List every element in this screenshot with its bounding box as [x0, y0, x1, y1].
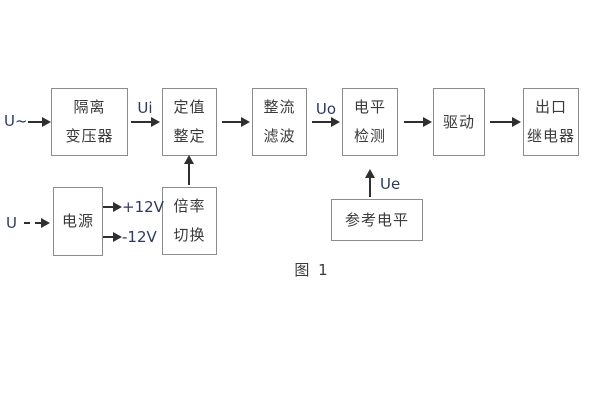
block-power-supply: 电源 — [53, 187, 103, 256]
input-dc-label: U — [6, 214, 17, 232]
arrow-leveldetect-to-drive — [404, 117, 432, 127]
signal-ui-label: Ui — [137, 99, 153, 117]
block-rectifier-filter: 整流 滤波 — [252, 88, 307, 156]
arrow-dc-to-power — [24, 218, 50, 228]
block-rectifier-filter-label: 整流 滤波 — [263, 98, 296, 145]
block-level-detect: 电平 检测 — [342, 88, 398, 156]
signal-ue-label: Ue — [380, 175, 401, 193]
block-ratio-switch: 倍率 切换 — [162, 187, 217, 255]
block-isolation-transformer: 隔离 变压器 — [51, 88, 128, 156]
rail-neg-label: -12V — [122, 228, 157, 246]
block-ratio-switch-label: 倍率 切换 — [173, 197, 206, 244]
block-drive-label: 驱动 — [442, 112, 475, 131]
signal-uo-label: Uo — [315, 100, 337, 118]
block-setpoint-adjust-label: 定值 整定 — [173, 98, 206, 145]
block-reference-level: 参考电平 — [331, 199, 423, 241]
arrow-transformer-to-setpoint — [131, 117, 160, 127]
rail-pos-label: +12V — [122, 198, 164, 216]
block-reference-level-label: 参考电平 — [344, 210, 409, 229]
arrow-ac-to-transformer — [28, 117, 51, 127]
block-drive: 驱动 — [433, 88, 485, 156]
arrow-ratio-to-setpoint — [184, 155, 194, 185]
arrow-power-pos12v — [103, 202, 122, 212]
block-output-relay: 出口 继电器 — [523, 88, 579, 156]
arrow-reference-to-leveldetect — [365, 169, 375, 197]
arrow-drive-to-relay — [490, 117, 521, 127]
arrow-rectifier-to-leveldetect — [312, 117, 340, 127]
figure-caption: 图 1 — [294, 261, 330, 279]
block-isolation-transformer-label: 隔离 变压器 — [65, 98, 114, 145]
block-power-supply-label: 电源 — [61, 212, 94, 230]
arrow-setpoint-to-rectifier — [222, 117, 250, 127]
block-level-detect-label: 电平 检测 — [353, 98, 386, 145]
block-output-relay-label: 出口 继电器 — [526, 98, 575, 145]
input-ac-label: U~ — [4, 112, 28, 130]
arrow-power-neg12v — [103, 232, 122, 242]
block-setpoint-adjust: 定值 整定 — [162, 88, 217, 156]
